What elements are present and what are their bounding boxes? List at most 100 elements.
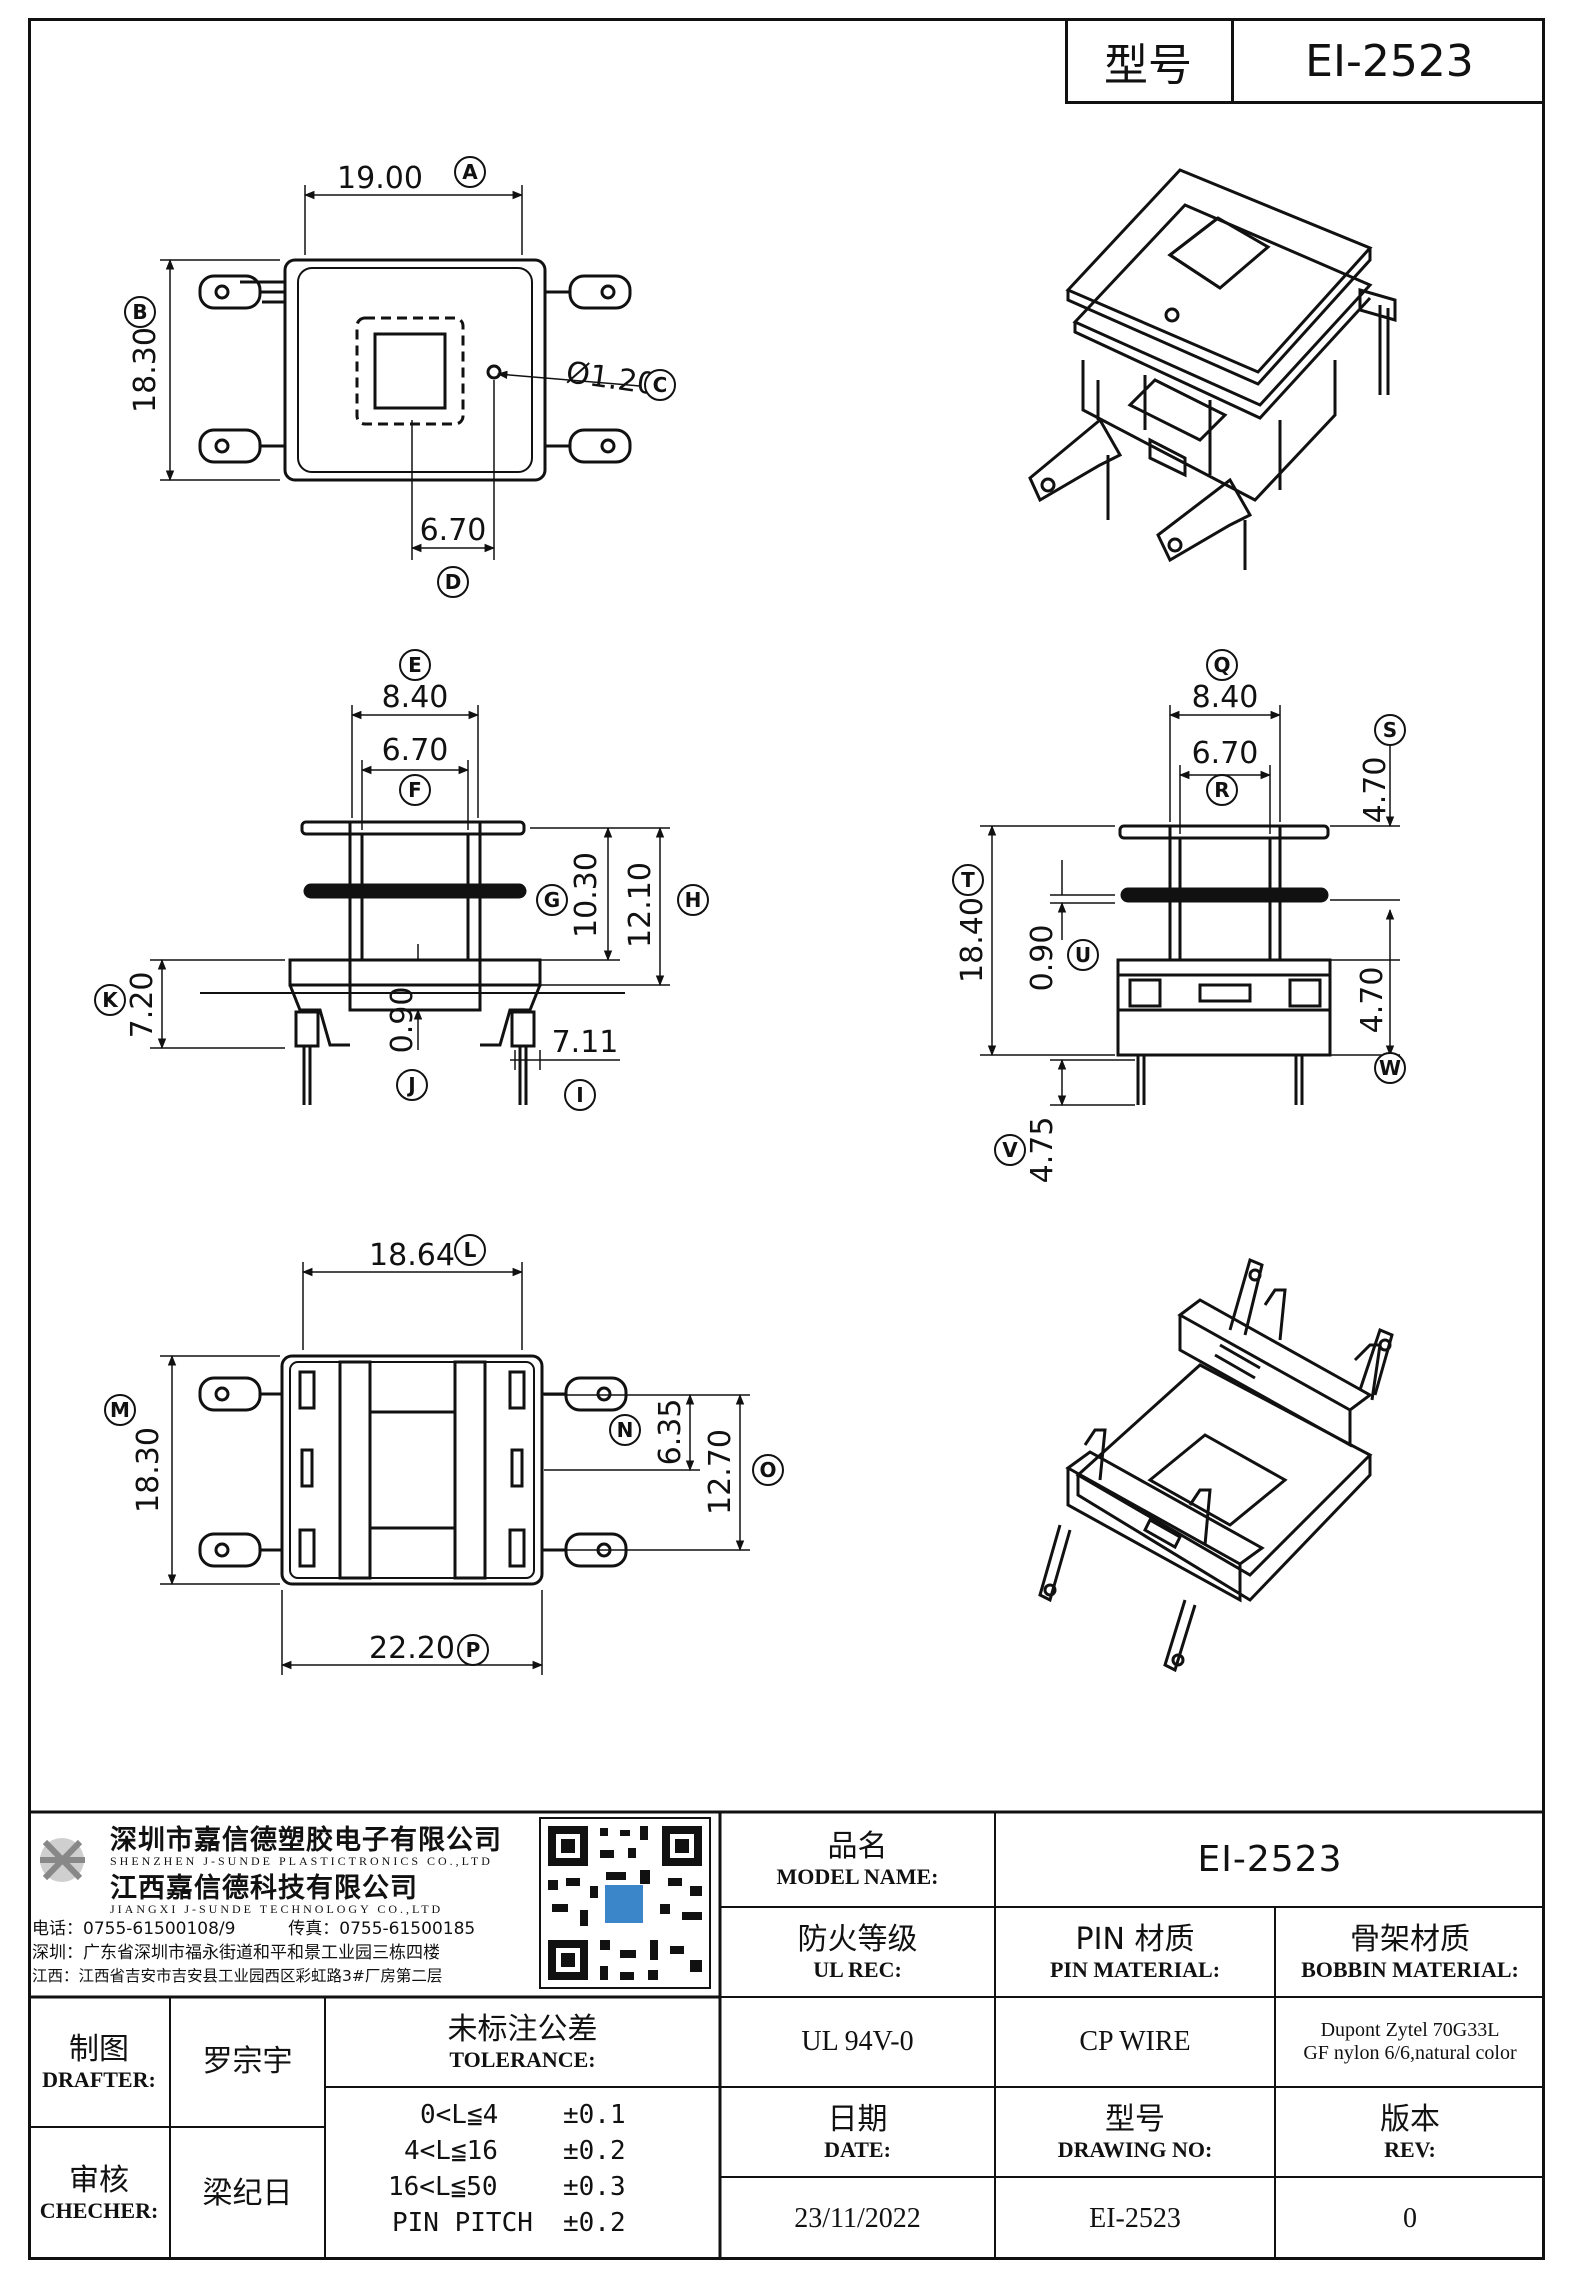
svg-text:P: P	[466, 1638, 481, 1662]
svg-text:F: F	[408, 778, 422, 802]
svg-text:B: B	[132, 300, 147, 324]
company-name-en-2: JIANGXI J-SUNDE TECHNOLOGY CO.,LTD	[110, 1901, 444, 1916]
callout-h: H	[677, 884, 709, 916]
svg-text:L: L	[464, 1238, 477, 1262]
bobbin-material-label: 骨架材质 BOBBIN MATERIAL:	[1275, 1907, 1545, 1997]
checker-label: 审核 CHECHER:	[28, 2127, 170, 2260]
date-value: 23/11/2022	[794, 2202, 921, 2234]
bobbin-en: BOBBIN MATERIAL:	[1301, 1956, 1519, 1982]
svg-text:J: J	[406, 1073, 415, 1097]
addr-jx-label: 江西：	[32, 1967, 79, 1985]
drafter-label: 制图 DRAFTER:	[28, 1997, 170, 2127]
drafter-en: DRAFTER:	[42, 2066, 156, 2092]
callout-k: K	[94, 984, 126, 1016]
svg-text:E: E	[408, 653, 422, 677]
callout-e: E	[399, 649, 431, 681]
contact-jx-line: 江西：江西省吉安市吉安县工业园西区彩虹路3#厂房第二层	[32, 1966, 537, 1987]
tolerance-range: 16<L≦50	[388, 2172, 498, 2202]
pin-zh: PIN 材质	[1075, 1921, 1195, 1957]
svg-text:G: G	[544, 888, 560, 912]
rev-label: 版本 REV:	[1275, 2087, 1545, 2177]
tolerance-range: 0<L≦4	[420, 2100, 499, 2130]
company-name-cn-1: 深圳市嘉信德塑胶电子有限公司	[110, 1824, 502, 1856]
svg-text:C: C	[653, 373, 668, 397]
callout-c: C	[644, 369, 676, 401]
header-model-label: 型号	[1104, 40, 1192, 91]
ul-label: 防火等级 UL REC:	[720, 1907, 995, 1997]
qr-code	[539, 1817, 711, 1989]
header-model-value: EI-2523	[1231, 21, 1545, 101]
pin-en: PIN MATERIAL:	[1049, 1956, 1221, 1982]
callout-f: F	[399, 774, 431, 806]
checker-zh: 审核	[69, 2163, 129, 2199]
top-view	[160, 185, 641, 560]
bobbin-material-value: Dupont Zytel 70G33L GF nylon 6/6,natural…	[1275, 1997, 1545, 2087]
phone-label: 电话：	[32, 1919, 83, 1939]
model-name-en: MODEL NAME:	[776, 1864, 939, 1890]
date-label: 日期 DATE:	[720, 2087, 995, 2177]
rev-value: 0	[1403, 2202, 1417, 2234]
checker-en: CHECHER:	[39, 2198, 159, 2224]
svg-text:R: R	[1214, 778, 1229, 802]
callout-a: A	[454, 156, 486, 188]
tolerance-zh: 未标注公差	[447, 2011, 598, 2047]
addr-jx-value: 江西省吉安市吉安县工业园西区彩虹路3#厂房第二层	[78, 1967, 443, 1985]
svg-text:O: O	[759, 1458, 776, 1482]
fax-label: 传真：	[288, 1919, 340, 1939]
callout-i: I	[564, 1079, 596, 1111]
tolerance-value: ±0.1	[563, 2100, 626, 2130]
svg-text:A: A	[462, 160, 478, 184]
model-name-value: EI-2523	[1197, 1839, 1343, 1880]
addr-sz-label: 深圳：	[32, 1943, 83, 1963]
fax-value: 0755-61500185	[339, 1919, 476, 1939]
dim-b: 18.30	[128, 327, 163, 413]
callout-o: O	[752, 1454, 784, 1486]
drafter-value: 罗宗宇	[202, 2044, 293, 2079]
callout-u: U	[1067, 939, 1099, 971]
dim-a: 19.00	[337, 161, 423, 196]
dim-l: 18.64	[369, 1238, 455, 1273]
rev-en: REV:	[1384, 2136, 1436, 2162]
date-en: DATE:	[824, 2136, 891, 2162]
header-model-box: 型号 EI-2523	[1065, 18, 1545, 104]
company-name-cn-2: 江西嘉信德科技有限公司	[110, 1872, 418, 1904]
dim-s: 4.70	[1358, 757, 1393, 824]
callout-m: M	[104, 1394, 136, 1426]
front-view	[150, 705, 670, 1105]
svg-text:M: M	[110, 1398, 130, 1422]
dim-v: 4.75	[1025, 1117, 1060, 1184]
callout-letters: A B C D E F G H K J I Q R S T U W V L M …	[94, 156, 1406, 1666]
isometric-view-bottom	[1038, 1257, 1394, 1673]
drawing-no-value: EI-2523	[1089, 2202, 1181, 2234]
callout-b: B	[124, 296, 156, 328]
svg-text:N: N	[617, 1418, 634, 1442]
bobbin-value-line2: GF nylon 6/6,natural color	[1303, 2042, 1517, 2064]
callout-v: V	[994, 1134, 1026, 1166]
tolerance-value: ±0.2	[563, 2136, 626, 2166]
tolerance-range: 4<L≦16	[404, 2136, 498, 2166]
callout-s: S	[1374, 714, 1406, 746]
drawing-frame	[28, 18, 1545, 2260]
callout-t: T	[952, 864, 984, 896]
callout-j: J	[396, 1069, 428, 1101]
callout-r: R	[1206, 774, 1238, 806]
tolerance-value: ±0.3	[563, 2172, 626, 2202]
ul-en: UL REC:	[813, 1956, 902, 1982]
dim-p: 22.20	[369, 1631, 455, 1666]
pin-material-value: CP WIRE	[1079, 2026, 1191, 2057]
dimension-labels: 19.00 18.30 Ø1.20 6.70 8.40 6.70 10.30 1…	[125, 161, 1393, 1666]
dim-m: 18.30	[131, 1427, 166, 1513]
svg-text:H: H	[685, 888, 702, 912]
tolerance-range: PIN PITCH	[392, 2208, 533, 2238]
phone-value: 0755-61500108/9	[83, 1919, 236, 1939]
dim-d: 6.70	[420, 513, 487, 548]
dim-g: 10.30	[569, 852, 604, 938]
dim-q: 8.40	[1192, 680, 1259, 715]
svg-text:D: D	[445, 570, 462, 594]
company-logo	[40, 1838, 85, 1882]
dim-r: 6.70	[1192, 736, 1259, 771]
drawing-zh: 型号	[1105, 2101, 1165, 2137]
dim-t: 18.40	[955, 897, 990, 983]
svg-text:V: V	[1002, 1138, 1018, 1162]
rev-zh: 版本	[1380, 2101, 1440, 2137]
